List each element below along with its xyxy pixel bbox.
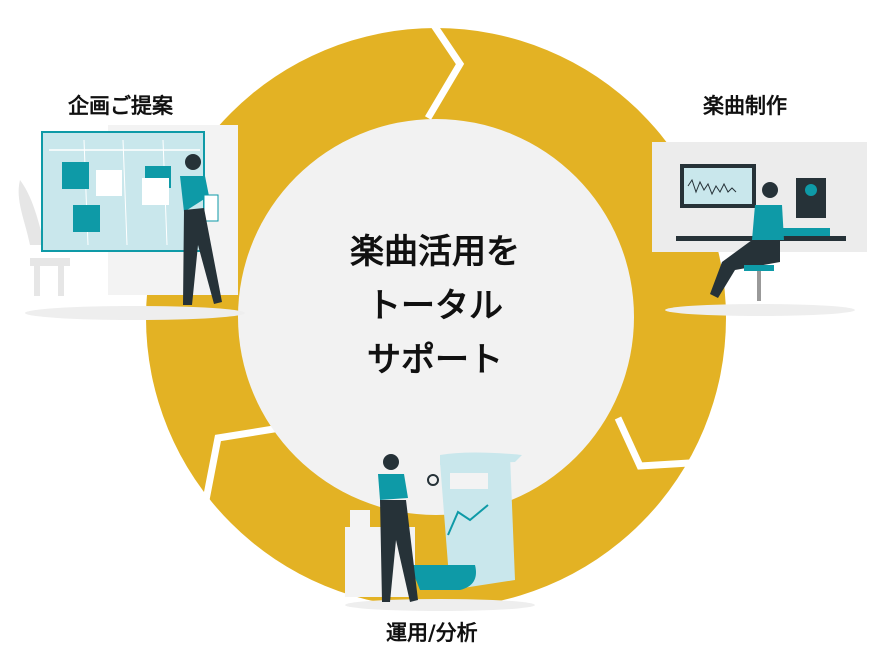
stage-label-operation: 運用/分析	[386, 621, 478, 645]
center-title-line: 楽曲活用を	[350, 232, 520, 272]
production-illustration	[652, 142, 867, 316]
center-circle	[238, 119, 634, 515]
stage-label-planning: 企画ご提案	[68, 94, 173, 118]
ring-dividers	[202, 10, 707, 501]
center-title: 楽曲活用を トータル サポート	[300, 225, 570, 387]
stage-label-production: 楽曲制作	[703, 94, 787, 118]
center-title-line: サポート	[367, 340, 503, 380]
center-title-line: トータル	[367, 286, 503, 326]
planning-illustration	[18, 125, 245, 320]
operation-illustration	[345, 452, 535, 611]
